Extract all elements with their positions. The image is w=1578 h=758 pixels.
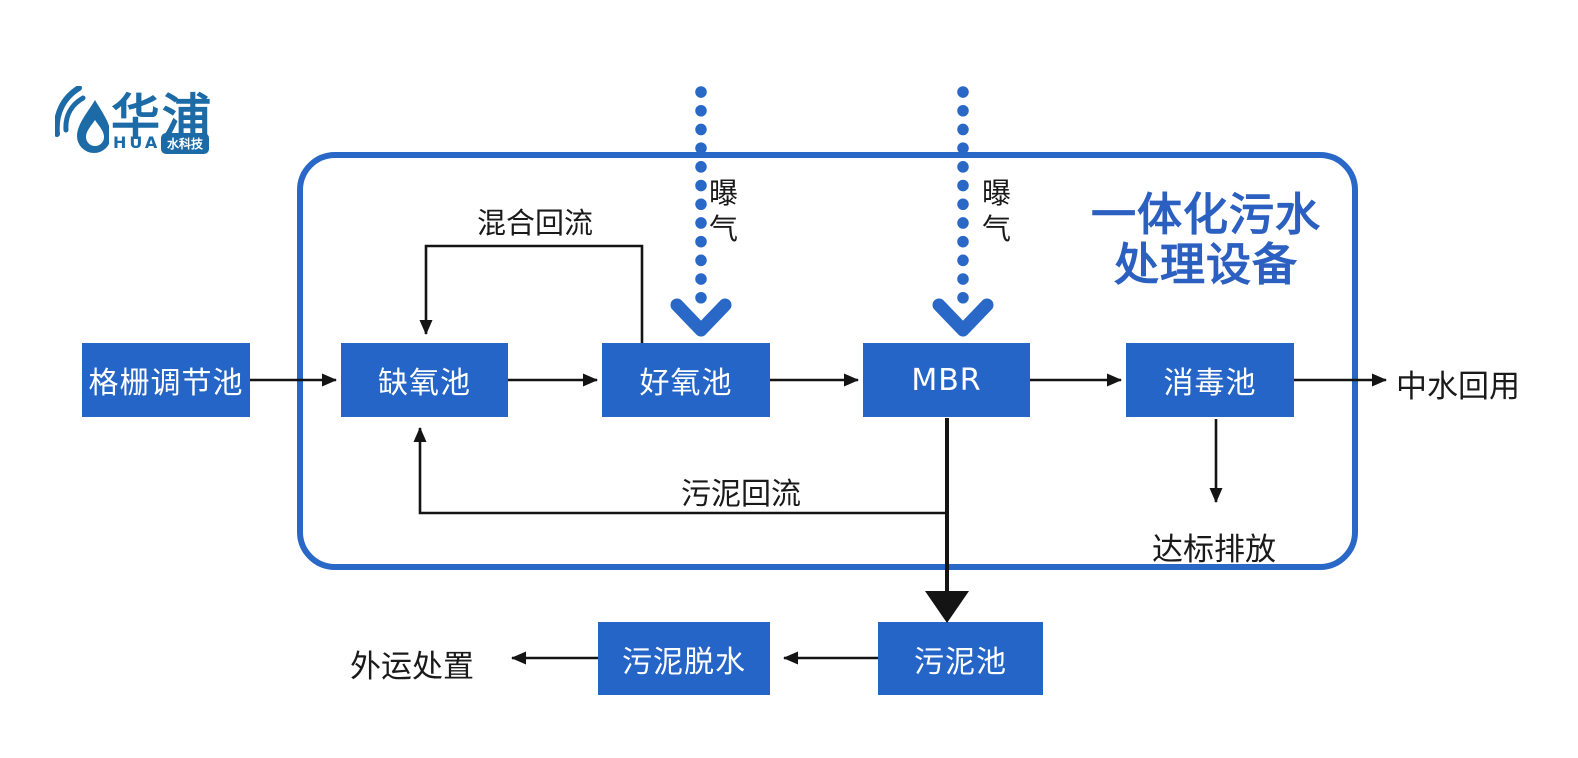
logo: 华浦 HUAPU 水科技	[55, 82, 255, 166]
node-disinfection-tank: 消毒池	[1126, 343, 1294, 417]
label-standard-discharge: 达标排放	[1152, 532, 1276, 568]
node-aerobic-tank: 好氧池	[602, 343, 770, 417]
label-sludge-reflux: 污泥回流	[681, 477, 801, 512]
logo-badge: 水科技	[161, 133, 210, 154]
equipment-boundary-frame	[297, 152, 1358, 570]
label-aeration-2: 曝气	[982, 176, 1012, 247]
node-sludge-tank: 污泥池	[878, 622, 1043, 695]
node-mbr: MBR	[863, 343, 1030, 417]
water-drop-icon	[55, 86, 109, 153]
label-mixed-reflux: 混合回流	[476, 206, 593, 240]
node-label: 缺氧池	[378, 366, 471, 401]
node-screen-regulation-tank: 格栅调节池	[82, 343, 250, 417]
node-label: 消毒池	[1163, 366, 1257, 401]
diagram-title-line1: 一体化污水	[1090, 188, 1321, 241]
diagram-title-line2: 处理设备	[1113, 238, 1298, 292]
node-label: 好氧池	[639, 366, 733, 401]
diagram-title: 一体化污水 处理设备	[1080, 188, 1332, 292]
node-label: 污泥池	[914, 644, 1007, 680]
arrow-mbr-to-sludge-head	[925, 591, 969, 623]
node-label: 格栅调节池	[88, 366, 244, 401]
label-reclaimed-water: 中水回用	[1396, 369, 1520, 405]
node-anoxic-tank: 缺氧池	[341, 343, 508, 417]
node-label: 污泥脱水	[622, 644, 746, 680]
node-label: MBR	[911, 362, 982, 398]
label-offsite-disposal: 外运处置	[350, 649, 474, 685]
node-sludge-dewatering: 污泥脱水	[598, 622, 770, 695]
label-aeration-1: 曝气	[709, 176, 739, 247]
